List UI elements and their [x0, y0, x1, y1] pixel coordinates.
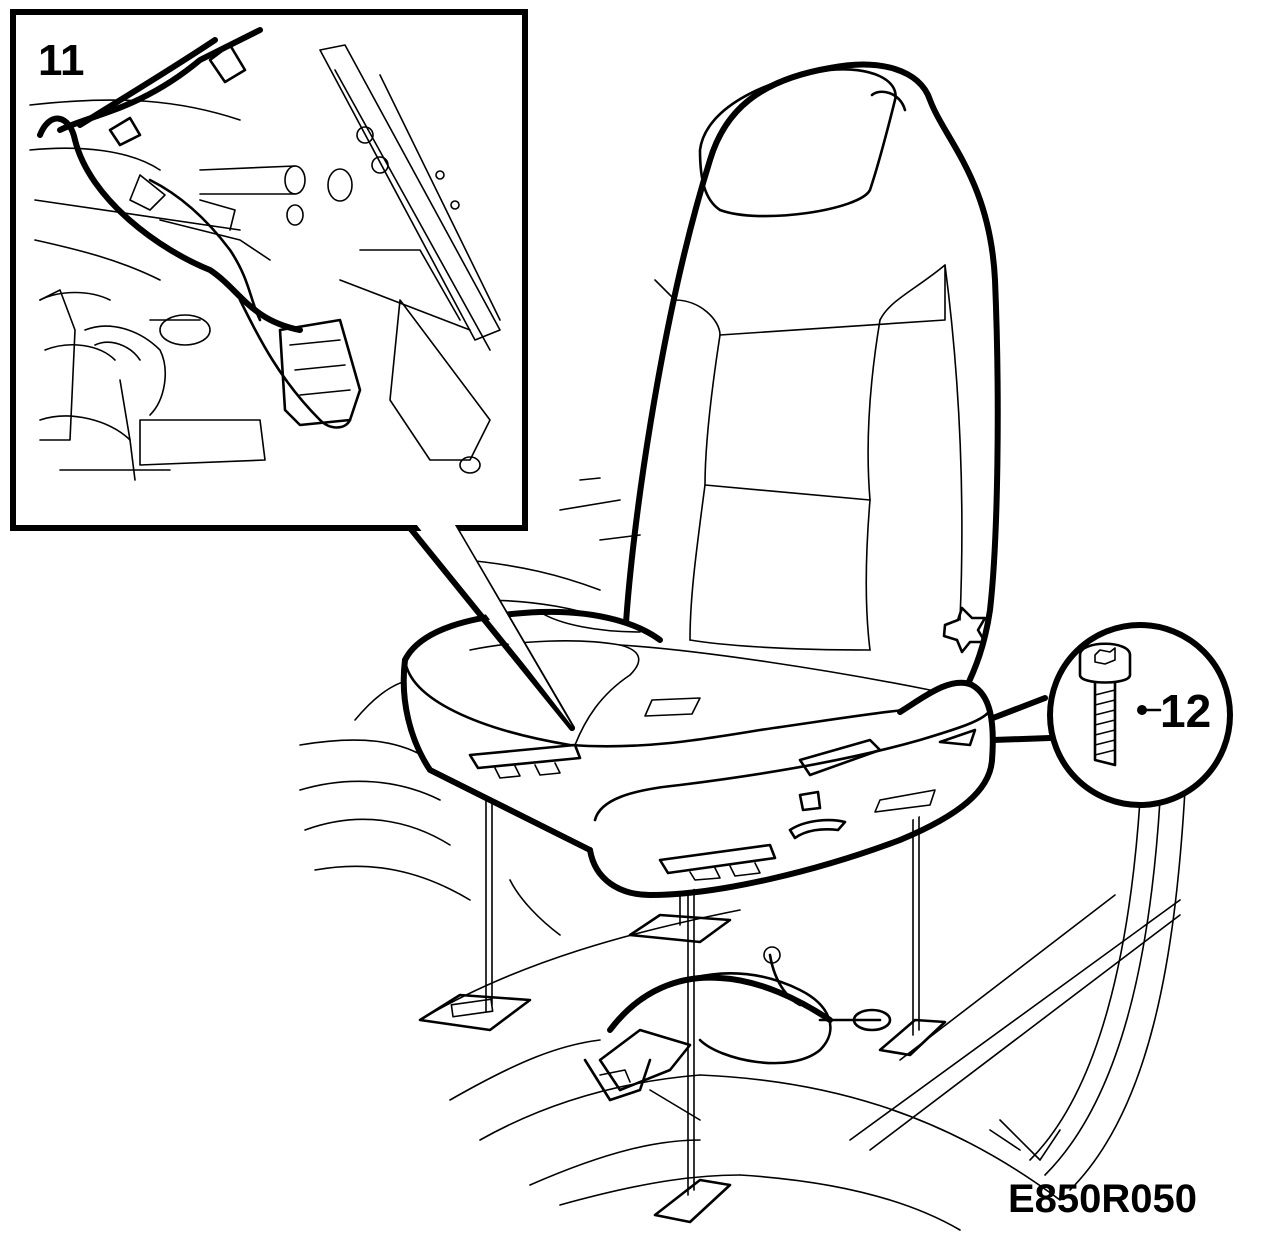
detail-inset-11: 11: [10, 9, 575, 731]
figure-code: E850R050: [1008, 1177, 1197, 1221]
bolt-icon: [1078, 642, 1132, 767]
under-seat-wiring-harness: [583, 946, 892, 1121]
detail-callout-11: 11: [38, 36, 85, 85]
bolt-detail-12: 12: [990, 622, 1233, 808]
floor-mount-pads: [418, 913, 947, 1224]
front-seat: [400, 61, 1004, 898]
bolt-callout-12: 12: [1160, 685, 1211, 737]
